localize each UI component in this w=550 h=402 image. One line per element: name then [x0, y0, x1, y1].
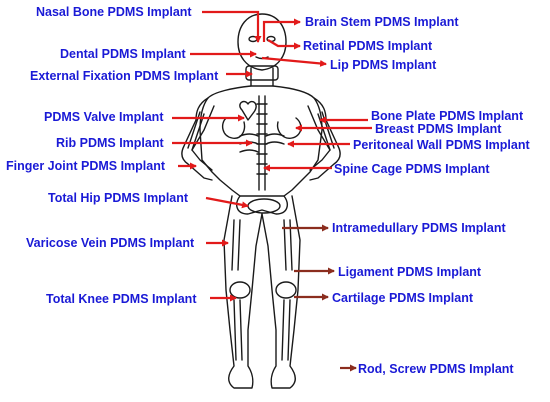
figure-right-leg	[261, 195, 301, 389]
label-bone-plate: Bone Plate PDMS Implant	[371, 109, 524, 123]
figure-left-knee	[229, 281, 251, 299]
arrow-total-hip	[205, 196, 249, 209]
figure-spine-ticks	[256, 103, 268, 175]
figure-right-knee	[275, 281, 297, 299]
figure-right-leg-bars	[281, 219, 293, 361]
figure-left-breast	[221, 117, 246, 139]
label-total-knee: Total Knee PDMS Implant	[46, 292, 197, 306]
label-retinal: Retinal PDMS Implant	[303, 39, 433, 53]
figure-left-eye	[248, 35, 258, 43]
arrows	[172, 10, 372, 372]
figure-spine	[258, 95, 266, 191]
label-intramedullary: Intramedullary PDMS Implant	[332, 221, 506, 235]
label-rib: Rib PDMS Implant	[56, 136, 164, 150]
figure-right-breast	[276, 117, 302, 139]
label-cartilage: Cartilage PDMS Implant	[332, 291, 474, 305]
label-brain-stem: Brain Stem PDMS Implant	[305, 15, 459, 29]
label-external-fixation: External Fixation PDMS Implant	[30, 69, 219, 83]
labels: Nasal Bone PDMS Implant Brain Stem PDMS …	[6, 5, 530, 376]
arrow-retinal	[267, 39, 301, 50]
label-breast: Breast PDMS Implant	[375, 122, 502, 136]
label-rod-screw: Rod, Screw PDMS Implant	[358, 362, 514, 376]
label-total-hip: Total Hip PDMS Implant	[48, 191, 189, 205]
label-peritoneal-wall: Peritoneal Wall PDMS Implant	[353, 138, 530, 152]
arrow-lip	[261, 56, 327, 67]
label-ligament: Ligament PDMS Implant	[338, 265, 482, 279]
arrow-brain-stem	[262, 18, 301, 42]
label-dental: Dental PDMS Implant	[60, 47, 187, 61]
label-varicose-vein: Varicose Vein PDMS Implant	[26, 236, 195, 250]
figure-heart	[239, 100, 257, 121]
arrow-nasal-bone	[202, 10, 262, 43]
figure-left-leg-bars	[231, 219, 243, 361]
label-lip: Lip PDMS Implant	[330, 58, 437, 72]
label-pdms-valve: PDMS Valve Implant	[44, 110, 164, 124]
label-nasal-bone: Nasal Bone PDMS Implant	[36, 5, 192, 19]
label-finger-joint: Finger Joint PDMS Implant	[6, 159, 166, 173]
figure-torso	[199, 85, 323, 197]
label-spine-cage: Spine Cage PDMS Implant	[334, 162, 490, 176]
figure-left-arm	[181, 97, 215, 181]
figure-head	[237, 13, 287, 71]
figure-left-leg	[223, 195, 263, 389]
